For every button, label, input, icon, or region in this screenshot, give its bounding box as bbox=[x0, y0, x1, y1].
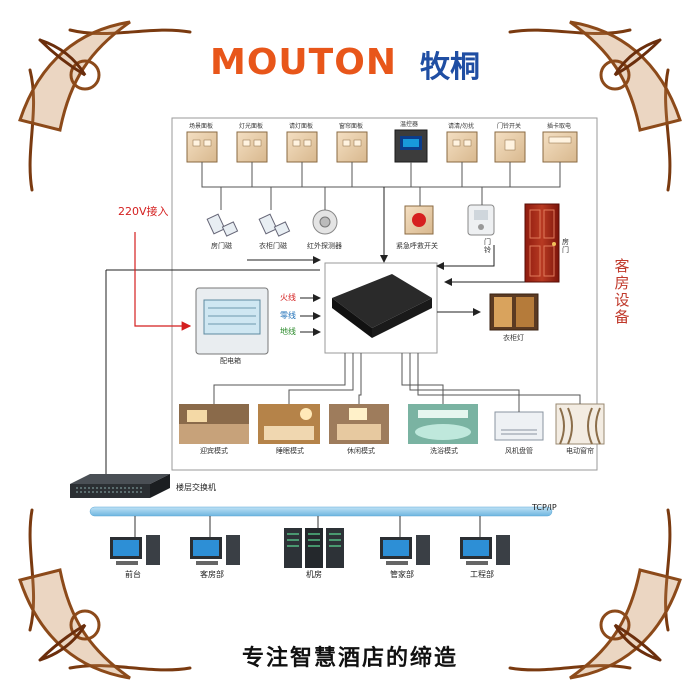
mode-label-sleep: 睡眠模式 bbox=[276, 447, 304, 455]
sensor-label-wardrobe: 衣柜门磁 bbox=[259, 242, 287, 250]
controller-links bbox=[105, 245, 525, 478]
panel-curtain bbox=[336, 131, 368, 163]
dept-label-housekeeping-room: 客房部 bbox=[200, 570, 224, 579]
mode-label-leisure: 休闲模式 bbox=[347, 447, 375, 455]
dept-frontdesk bbox=[110, 535, 160, 565]
panel-light bbox=[236, 131, 268, 163]
panel-label-scene: 场景面板 bbox=[189, 123, 214, 130]
door-label: 房门 bbox=[562, 238, 569, 254]
room-door bbox=[524, 203, 560, 283]
power-wires bbox=[300, 294, 321, 336]
mode-label-fancoil: 风机盘管 bbox=[505, 447, 533, 455]
room-enclosure bbox=[171, 117, 598, 471]
panel-label-light: 灯光面板 bbox=[239, 123, 264, 130]
panel-thermostat bbox=[394, 129, 428, 163]
panel-label-thermostat: 温控器 bbox=[400, 121, 419, 128]
dept-server-room bbox=[284, 528, 344, 568]
sensor-label-doorbell: 门铃 bbox=[484, 238, 491, 254]
ornament-frame-decoration bbox=[18, 20, 682, 680]
sensor-label-door: 房门磁 bbox=[211, 242, 232, 250]
sensor-label-emergency: 紧急呼救开关 bbox=[396, 242, 438, 250]
panel-label-dnd: 请清/勿扰 bbox=[448, 123, 475, 130]
network-label: TCP/IP bbox=[532, 503, 557, 512]
power-input-line bbox=[134, 232, 192, 331]
panel-label-dimmer: 请灯面板 bbox=[289, 123, 314, 130]
dept-label-butler: 管家部 bbox=[390, 570, 414, 579]
panel-scene bbox=[186, 131, 218, 163]
emergency-switch bbox=[404, 205, 434, 235]
mode-row bbox=[179, 353, 605, 445]
mode-leisure bbox=[329, 404, 389, 444]
room-controller bbox=[324, 262, 438, 354]
wardrobe-light bbox=[489, 293, 539, 331]
wire-ground-label: 地线 bbox=[280, 327, 296, 336]
mode-sleep bbox=[258, 404, 320, 444]
mode-label-curtain: 电动窗帘 bbox=[566, 447, 594, 455]
wire-live-label: 火线 bbox=[280, 293, 296, 302]
panel-row bbox=[186, 129, 578, 263]
sensor-label-ir: 红外探测器 bbox=[307, 242, 342, 250]
mode-label-welcome: 迎宾模式 bbox=[200, 447, 228, 455]
wardrobe-light-label: 衣柜灯 bbox=[503, 334, 524, 342]
dept-label-frontdesk: 前台 bbox=[125, 570, 141, 579]
panel-dimmer bbox=[286, 131, 318, 163]
dept-engineering bbox=[460, 535, 510, 565]
dept-butler bbox=[380, 535, 430, 565]
slogan: 专注智慧酒店的缔造 bbox=[241, 645, 458, 671]
mode-bath bbox=[408, 404, 478, 444]
panel-doorbell bbox=[494, 131, 526, 163]
brand-logo-cn: 牧桐 bbox=[420, 50, 480, 85]
dept-housekeeping-room bbox=[190, 535, 240, 565]
dept-label-engineering: 工程部 bbox=[470, 570, 494, 579]
brand-logo-en: MOUTON bbox=[210, 42, 397, 83]
panel-label-keycard: 插卡取电 bbox=[547, 123, 572, 130]
room-equipment-label: 客房设备 bbox=[614, 257, 630, 326]
panel-label-doorbell-switch: 门铃开关 bbox=[497, 123, 522, 130]
doorbell-unit bbox=[467, 204, 495, 236]
wire-neutral-label: 零线 bbox=[280, 311, 296, 320]
mode-fancoil bbox=[494, 411, 544, 441]
network-bus bbox=[89, 506, 553, 537]
mode-curtain bbox=[555, 403, 605, 445]
dept-label-server-room: 机房 bbox=[306, 570, 322, 579]
switch-label: 楼层交换机 bbox=[176, 483, 216, 492]
sensor-row bbox=[206, 187, 495, 237]
distribution-box-label: 配电箱 bbox=[220, 357, 241, 365]
ir-sensor bbox=[312, 209, 338, 235]
panel-dnd bbox=[446, 131, 478, 163]
power-input-label: 220V接入 bbox=[118, 205, 169, 218]
mode-welcome bbox=[179, 404, 249, 444]
wardrobe-sensor bbox=[258, 213, 291, 237]
distribution-box bbox=[195, 287, 269, 355]
mode-label-bath: 洗浴模式 bbox=[430, 447, 458, 455]
panel-keycard bbox=[542, 131, 578, 163]
door-sensor bbox=[206, 213, 239, 237]
floor-switch bbox=[70, 474, 170, 498]
panel-label-curtain: 窗帘面板 bbox=[339, 123, 364, 130]
